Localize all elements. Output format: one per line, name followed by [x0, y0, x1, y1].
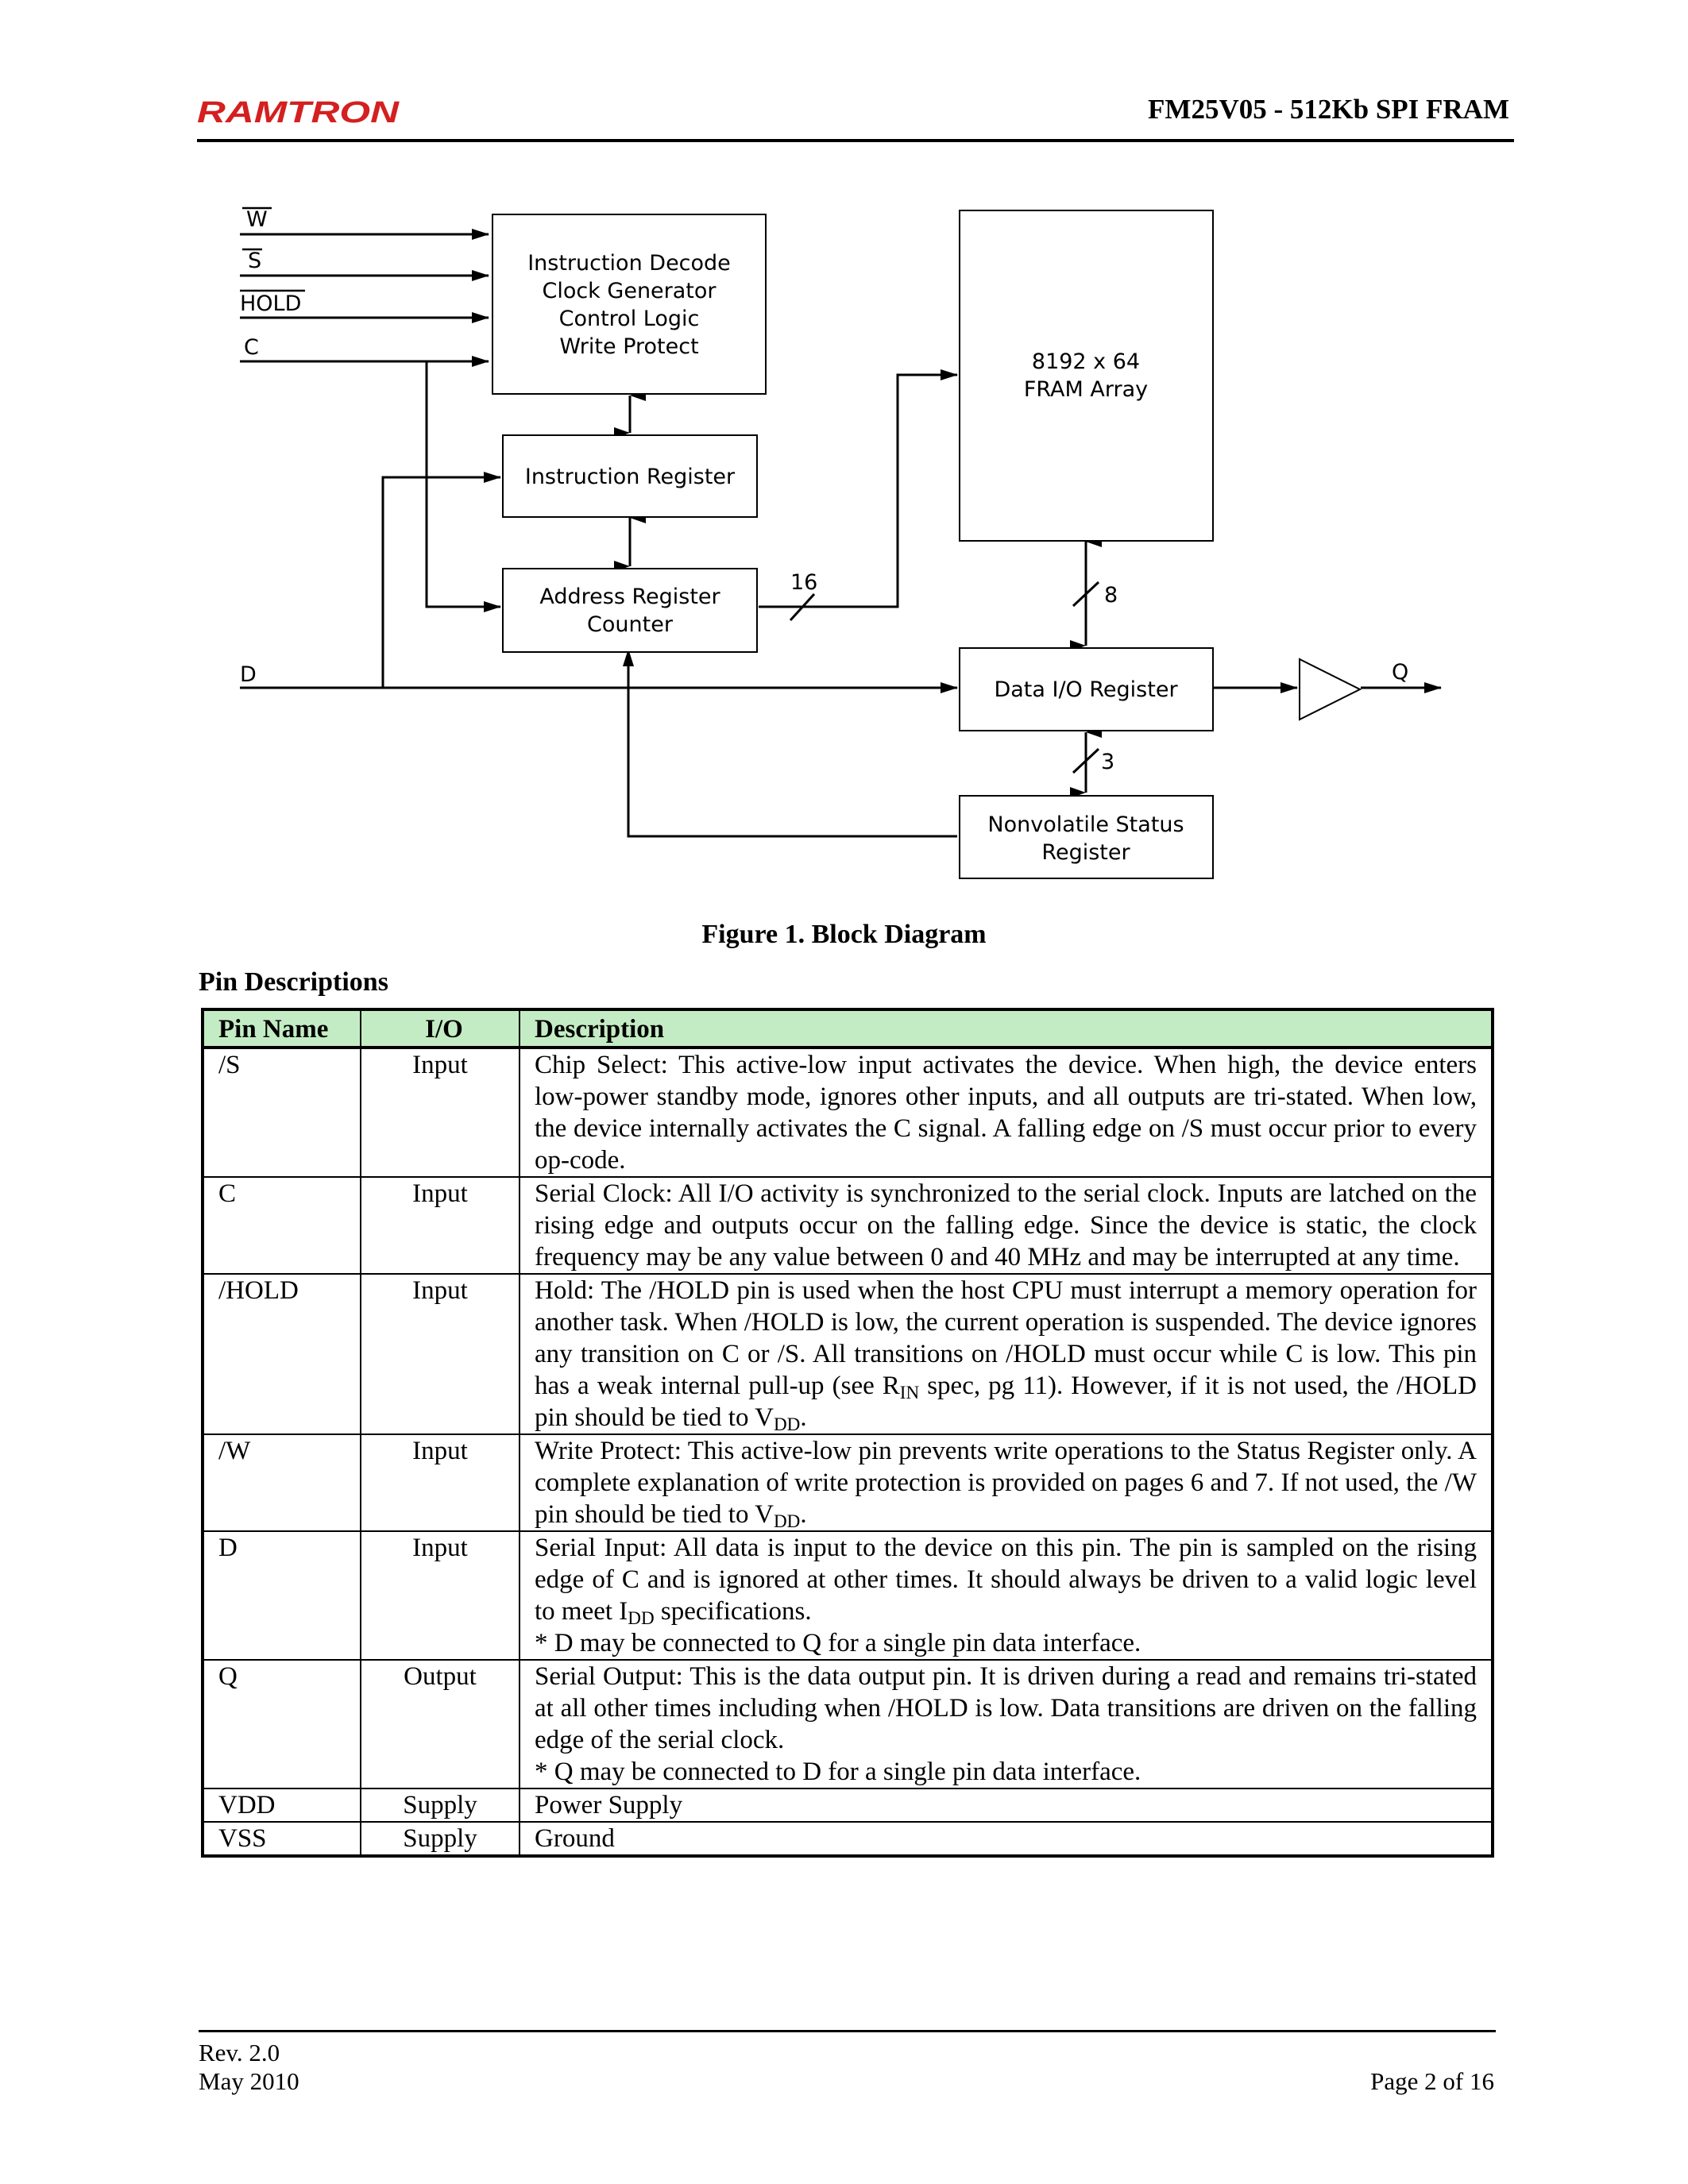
pin-io: Output — [360, 1659, 520, 1788]
address-register-block — [502, 568, 758, 653]
pin-name: Q — [202, 1659, 361, 1788]
decode-line-1: Instruction Decode — [527, 251, 731, 276]
block-diagram: W S HOLD C D Q Instruction Decode Clock … — [240, 206, 1442, 879]
pin-io: Supply — [360, 1821, 520, 1856]
svg-text:RAMTRON: RAMTRON — [197, 97, 400, 129]
table-header-row: Pin Name I/O Description — [202, 1009, 1493, 1049]
instruction-decode-block — [492, 214, 767, 395]
pin-description: Hold: The /HOLD pin is used when the hos… — [519, 1273, 1493, 1434]
input-label-hold: HOLD — [240, 291, 301, 316]
pin-name: /HOLD — [202, 1273, 361, 1434]
header-rule — [197, 139, 1514, 142]
pin-description: Serial Clock: All I/O activity is synchr… — [519, 1176, 1493, 1274]
pin-name: VDD — [202, 1788, 361, 1822]
pin-description: Chip Select: This active-low input activ… — [519, 1047, 1493, 1177]
bus-width-16: 16 — [790, 570, 817, 595]
figure-caption: Figure 1. Block Diagram — [701, 920, 987, 949]
table-row: VSS Supply Ground — [202, 1821, 1493, 1856]
data-io-register-block — [959, 647, 1214, 731]
output-label-q: Q — [1392, 660, 1408, 685]
instruction-register-block — [502, 434, 758, 518]
pin-io: Input — [360, 1176, 520, 1274]
header-pin-name: Pin Name — [202, 1009, 361, 1049]
fram-array-block — [959, 210, 1214, 542]
bus-width-3: 3 — [1101, 750, 1114, 774]
footer-page-number: Page 2 of 16 — [1370, 2067, 1494, 2095]
fram-array-line-2: FRAM Array — [1024, 377, 1148, 402]
data-io-register-label: Data I/O Register — [994, 677, 1178, 702]
pin-note: * Q may be connected to D for a single p… — [535, 1758, 1141, 1786]
table-row: C Input Serial Clock: All I/O activity i… — [202, 1176, 1493, 1274]
input-label-d: D — [240, 662, 257, 687]
pin-description: Serial Output: This is the data output p… — [519, 1659, 1493, 1788]
bus-width-8: 8 — [1104, 583, 1118, 608]
decode-line-2: Clock Generator — [542, 279, 717, 303]
fram-array-line-1: 8192 x 64 — [1032, 349, 1140, 374]
table-row: D Input Serial Input: All data is input … — [202, 1530, 1493, 1660]
pin-name: D — [202, 1530, 361, 1660]
pin-io: Input — [360, 1433, 520, 1531]
address-register-line-2: Counter — [587, 612, 674, 637]
input-label-s: S — [248, 249, 261, 273]
pin-name: VSS — [202, 1821, 361, 1856]
address-register-line-1: Address Register — [539, 585, 720, 609]
header-io: I/O — [360, 1009, 520, 1049]
table-row: /S Input Chip Select: This active-low in… — [202, 1047, 1493, 1177]
input-label-c: C — [244, 335, 259, 360]
instruction-register-label: Instruction Register — [525, 465, 736, 489]
pin-description: Write Protect: This active-low pin preve… — [519, 1433, 1493, 1531]
pin-name: /S — [202, 1047, 361, 1177]
pin-io: Input — [360, 1273, 520, 1434]
input-label-w: W — [246, 207, 268, 232]
table-row: /W Input Write Protect: This active-low … — [202, 1433, 1493, 1531]
decode-line-4: Write Protect — [559, 334, 698, 359]
pin-io: Input — [360, 1530, 520, 1660]
pin-description: Ground — [519, 1821, 1493, 1856]
status-register-block — [959, 795, 1214, 879]
pin-note: * D may be connected to Q for a single p… — [535, 1629, 1141, 1657]
pin-descriptions-table: Pin Name I/O Description /S Input Chip S… — [201, 1008, 1494, 1858]
pin-io: Input — [360, 1047, 520, 1177]
status-register-line-2: Register — [1041, 840, 1130, 865]
footer-revision: Rev. 2.0 — [199, 2039, 280, 2066]
document-title: FM25V05 - 512Kb SPI FRAM — [1148, 94, 1509, 125]
ramtron-logo: RAMTRON — [197, 97, 400, 129]
pin-description: Power Supply — [519, 1788, 1493, 1822]
section-title: Pin Descriptions — [199, 967, 388, 997]
footer-date: May 2010 — [199, 2067, 299, 2095]
pin-name: /W — [202, 1433, 361, 1531]
pin-name: C — [202, 1176, 361, 1274]
pin-description: Serial Input: All data is input to the d… — [519, 1530, 1493, 1660]
pin-io: Supply — [360, 1788, 520, 1822]
table-row: Q Output Serial Output: This is the data… — [202, 1659, 1493, 1788]
table-row: VDD Supply Power Supply — [202, 1788, 1493, 1822]
status-register-line-1: Nonvolatile Status — [987, 812, 1184, 837]
header-description: Description — [519, 1009, 1493, 1049]
decode-line-3: Control Logic — [559, 307, 700, 331]
output-buffer — [1299, 658, 1362, 721]
table-row: /HOLD Input Hold: The /HOLD pin is used … — [202, 1273, 1493, 1434]
footer-rule — [199, 2030, 1496, 2032]
